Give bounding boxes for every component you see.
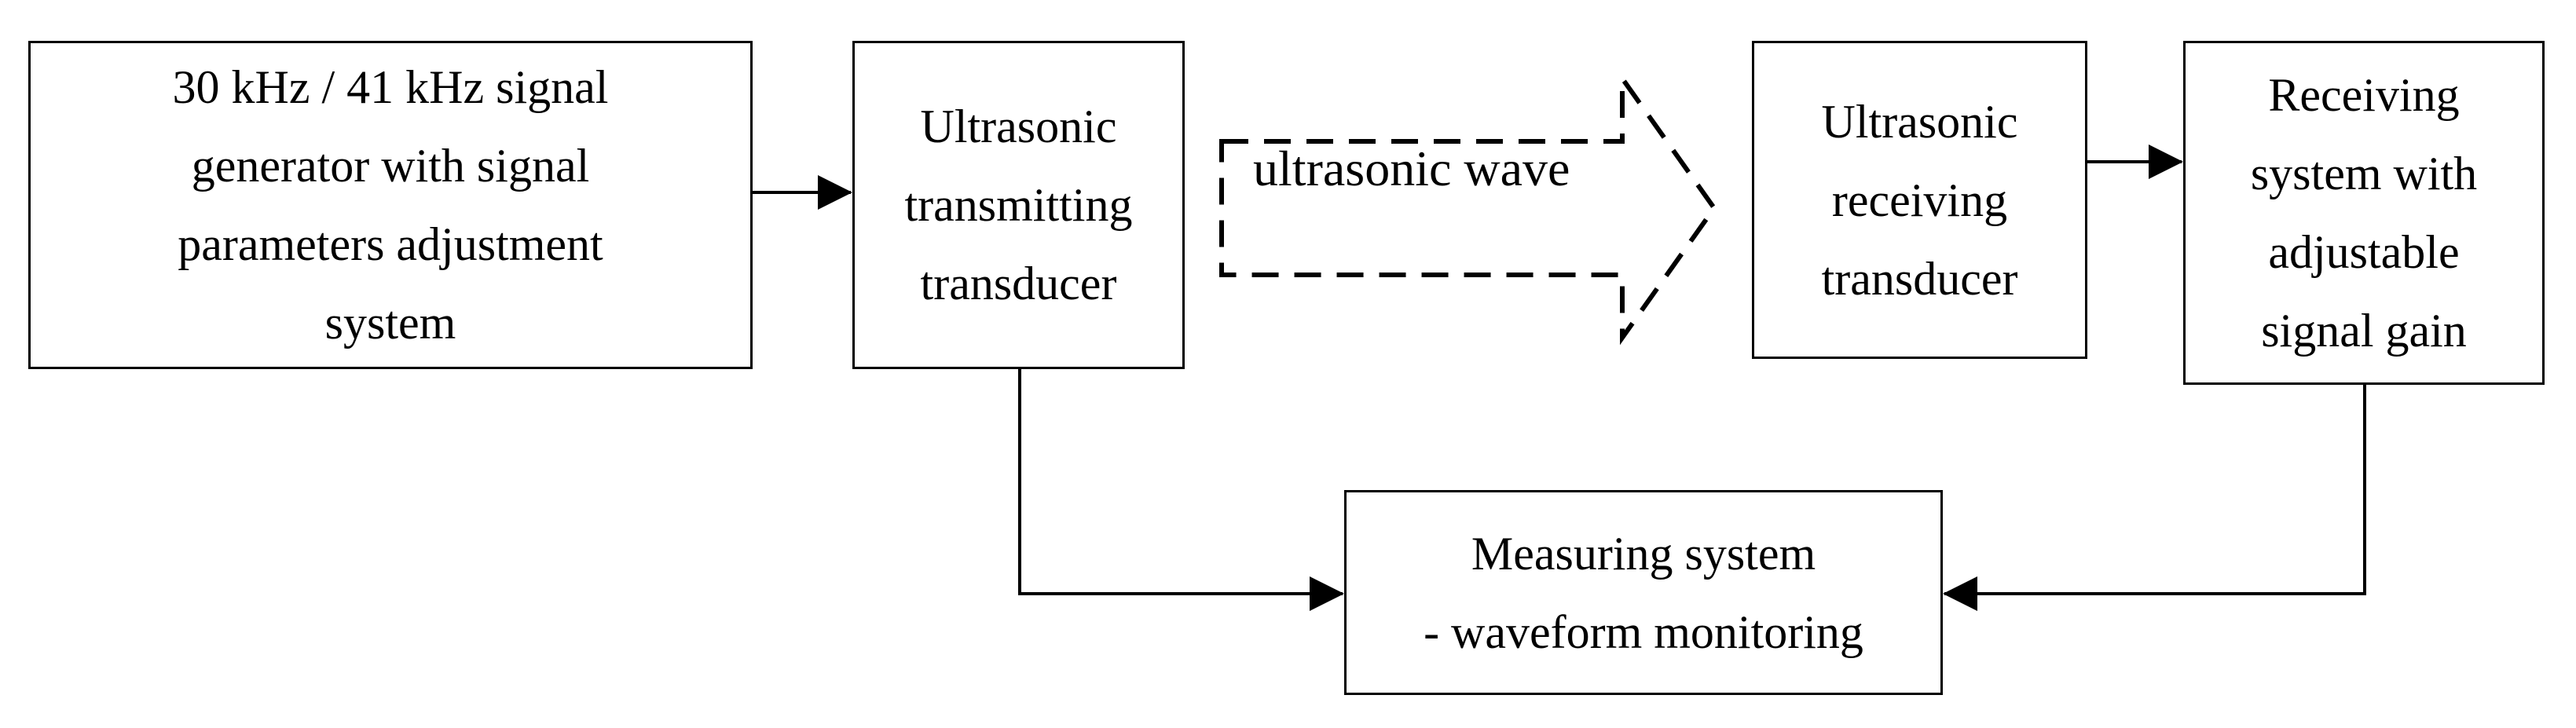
arrow-transmitter-to-measuring — [1018, 369, 1344, 611]
transmitting-transducer-label: Ultrasonic transmitting transducer — [904, 101, 1133, 309]
arrow-receiving-system-to-measuring — [1943, 385, 2366, 611]
signal-generator-label: 30 kHz / 41 kHz signal generator with si… — [172, 61, 609, 349]
ultrasonic-wave-label: ultrasonic wave — [1253, 141, 1570, 196]
receiving-transducer-block: Ultrasonic receiving transducer — [1752, 41, 2087, 359]
measuring-system-label: Measuring system - waveform monitoring — [1424, 527, 1863, 658]
receiving-transducer-label: Ultrasonic receiving transducer — [1821, 95, 2018, 305]
measuring-system-block: Measuring system - waveform monitoring — [1344, 490, 1943, 695]
transmitting-transducer-block: Ultrasonic transmitting transducer — [852, 41, 1185, 369]
receiving-system-label: Receiving system with adjustable signal … — [2250, 69, 2478, 357]
receiving-system-block: Receiving system with adjustable signal … — [2183, 41, 2545, 385]
signal-generator-block: 30 kHz / 41 kHz signal generator with si… — [28, 41, 753, 369]
ultrasonic-wave-arrow — [1219, 71, 1717, 346]
